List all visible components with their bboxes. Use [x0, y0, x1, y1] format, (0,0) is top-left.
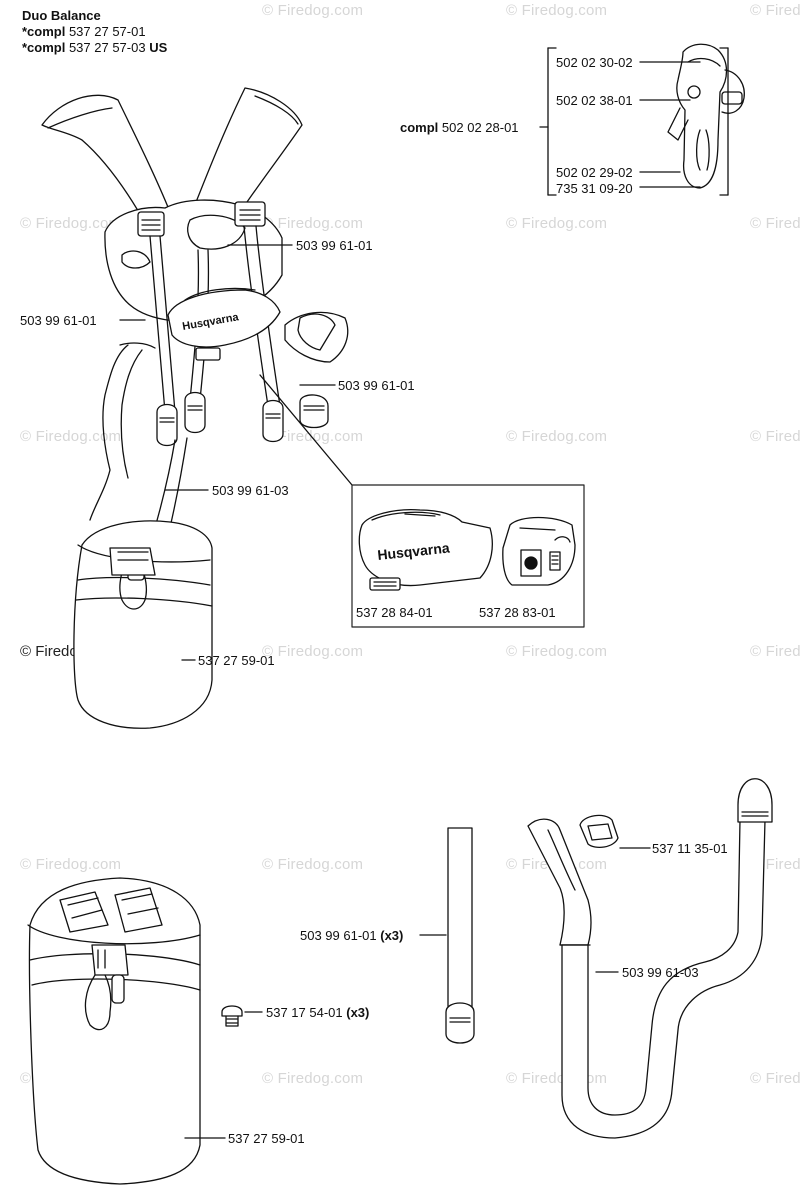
hook-part-label: 502 02 30-02	[556, 55, 633, 70]
harness-illustration	[41, 87, 353, 729]
diagram-title: Duo Balance	[22, 8, 101, 23]
inset-parts	[358, 509, 576, 591]
inset-part-label: 537 28 83-01	[479, 605, 556, 620]
watermark: © Firedog.com	[262, 856, 364, 873]
watermark: © Firedog.com	[20, 428, 122, 445]
compl-number: 537 27 57-01	[65, 24, 146, 39]
hook-part-label: 502 02 38-01	[556, 93, 633, 108]
watermark: © Firedog.com	[506, 428, 608, 445]
watermark: © Firedog.com	[262, 428, 364, 445]
long-strap-label: 503 99 61-03	[212, 483, 289, 498]
compl-prefix: *compl	[22, 40, 66, 55]
title-text: Duo Balance	[22, 8, 101, 23]
compl-number: 502 02 28-01	[438, 120, 519, 135]
hip-pad-label: 537 27 59-01	[198, 653, 275, 668]
hook-illustration	[539, 43, 745, 196]
watermark: © Firedog.com	[750, 215, 800, 232]
straps-illustration	[419, 778, 773, 1139]
inset-brand-text: Husqvarna	[377, 539, 451, 562]
region-suffix: US	[149, 40, 168, 55]
watermark: © Firedog.com	[750, 2, 800, 19]
compl-line-1: *compl 537 27 57-01	[22, 24, 146, 39]
hook-part-label: 502 02 29-02	[556, 165, 633, 180]
watermark: © Firedog.com	[506, 643, 608, 660]
hook-compl-label: compl 502 02 28-01	[400, 120, 519, 135]
watermark: © Firedog.com	[20, 856, 122, 873]
watermark: © Firedog.com	[750, 428, 800, 445]
compl-prefix: compl	[400, 120, 439, 135]
hook-part-label: 735 31 09-20	[556, 181, 633, 196]
strap-label: 503 99 61-01	[20, 313, 97, 328]
strap-label: 503 99 61-01	[296, 238, 373, 253]
strap-label: 503 99 61-01	[338, 378, 415, 393]
watermark: © Firedog.com	[750, 643, 800, 660]
watermark: © Firedog.com	[506, 215, 608, 232]
inset-part-label: 537 28 84-01	[356, 605, 433, 620]
strap-number: 503 99 61-01	[300, 928, 381, 943]
compl-prefix: *compl	[22, 24, 66, 39]
watermark: © Firedog.com	[20, 215, 122, 232]
compl-line-2: *compl 537 27 57-03 US	[22, 40, 167, 55]
watermark: © Firedog.com	[262, 2, 364, 19]
hip-pad-illustration	[27, 877, 263, 1185]
long-strap-label: 503 99 61-03	[622, 965, 699, 980]
watermark: © Firedog.com	[506, 2, 608, 19]
watermark: © Firedog.com	[262, 643, 364, 660]
short-strap-label: 503 99 61-01 (x3)	[300, 928, 403, 943]
strap-qty: (x3)	[380, 928, 404, 943]
watermark: © Firedog.com	[262, 215, 364, 232]
lower-pad-label: 537 27 59-01	[228, 1131, 305, 1146]
watermark: © Firedog.com	[262, 1070, 364, 1087]
buckle-label: 537 11 35-01	[652, 841, 728, 856]
compl-number: 537 27 57-03	[65, 40, 150, 55]
screw-qty: (x3)	[346, 1005, 370, 1020]
screw-number: 537 17 54-01	[266, 1005, 347, 1020]
screw-label: 537 17 54-01 (x3)	[266, 1005, 369, 1020]
watermark: © Firedog.com	[750, 1070, 800, 1087]
